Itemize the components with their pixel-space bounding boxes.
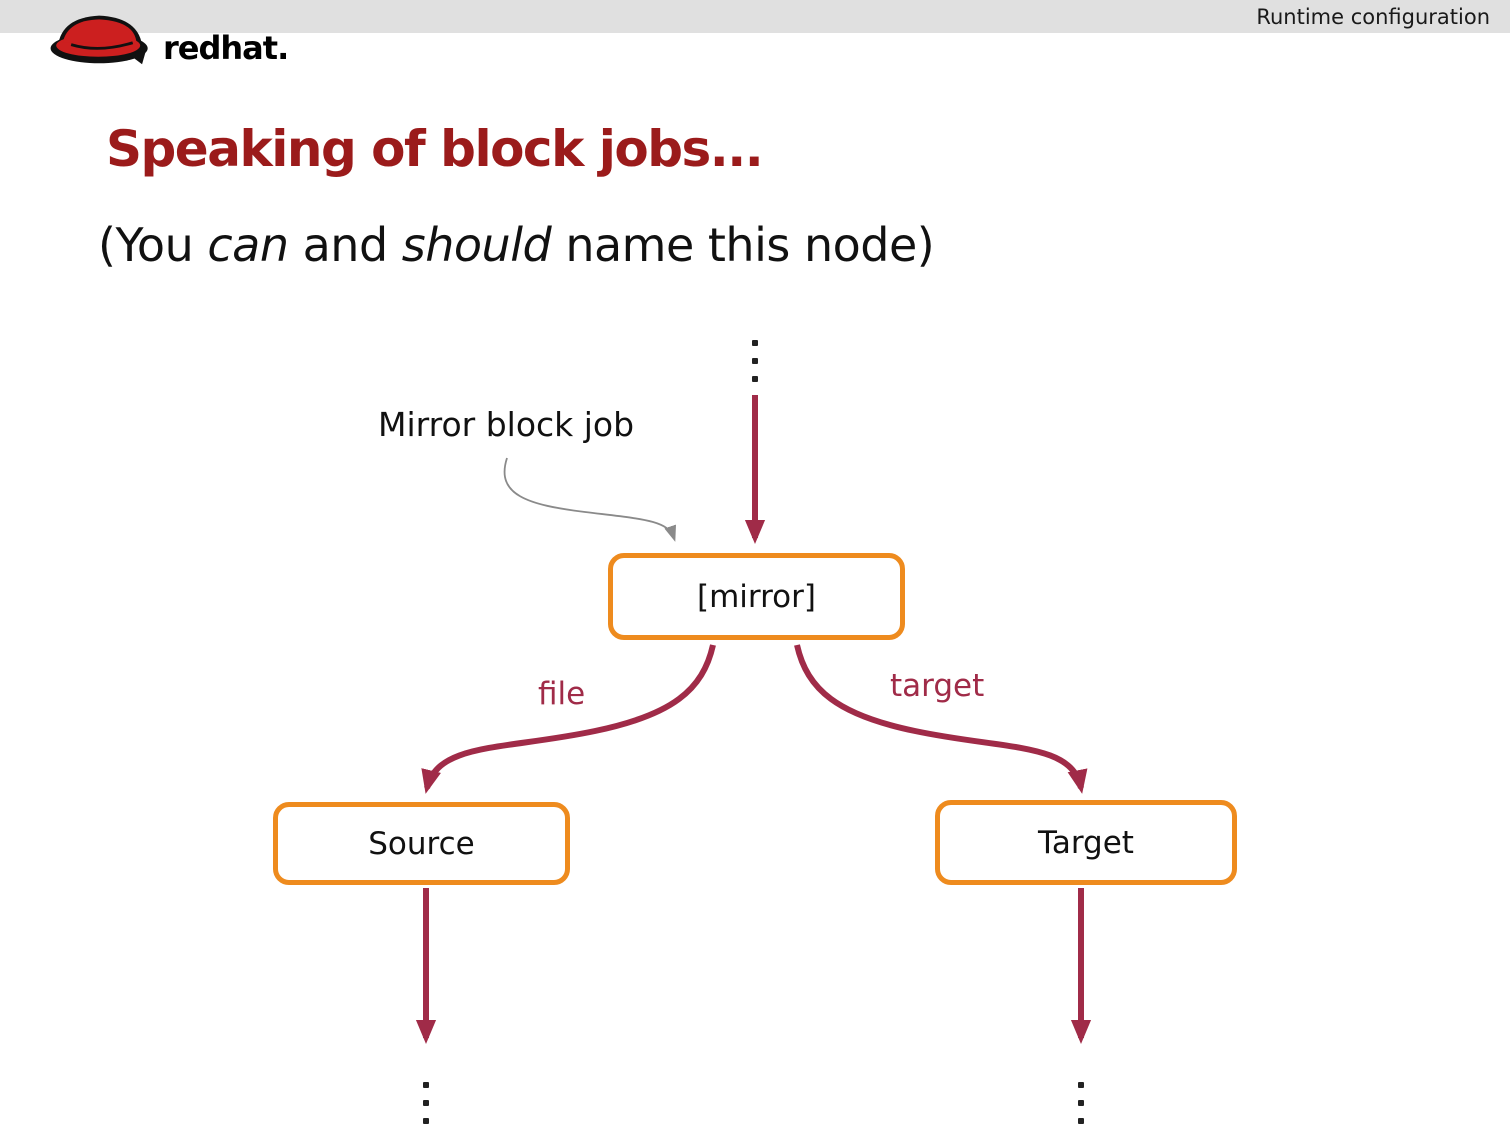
vertical-ellipsis-target [1076, 1082, 1086, 1124]
slide-subtitle: (You can and should name this node) [98, 218, 935, 272]
subtitle-part: name this node) [551, 218, 935, 272]
node-source-label: Source [368, 825, 475, 862]
node-target-label: Target [1038, 824, 1134, 861]
subtitle-part: and [288, 218, 402, 272]
redhat-fedora-icon [50, 15, 148, 65]
edge-file [421, 644, 716, 794]
redhat-wordmark: redhat. [163, 29, 289, 67]
subtitle-part: (You [98, 218, 208, 272]
node-mirror: [mirror] [608, 553, 905, 640]
edge-label-file: file [538, 676, 586, 712]
vertical-ellipsis-source [421, 1082, 431, 1124]
subtitle-italic-can: can [207, 218, 289, 272]
node-mirror-label: [mirror] [697, 578, 816, 615]
annotation-arrow [503, 457, 676, 542]
wordmark-hat: hat. [220, 29, 289, 67]
header-bar: Runtime configuration [0, 0, 1510, 33]
node-target: Target [935, 800, 1237, 885]
section-title: Runtime configuration [1256, 4, 1490, 29]
vertical-ellipsis-top [750, 340, 760, 382]
subtitle-italic-should: should [401, 218, 552, 272]
slide-title: Speaking of block jobs... [106, 120, 764, 178]
wordmark-red: red [163, 29, 221, 67]
edge-label-target: target [890, 668, 985, 704]
node-source: Source [273, 802, 570, 885]
redhat-logo: redhat. [45, 6, 289, 72]
edge-target [794, 644, 1088, 794]
annotation-label: Mirror block job [378, 405, 635, 444]
